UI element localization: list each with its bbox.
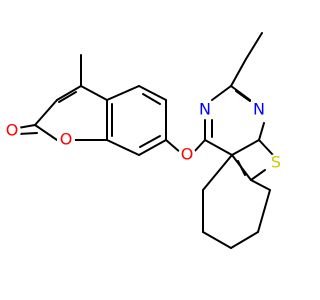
- bond: [230, 231, 259, 249]
- pyrimidine-nitrogen-left-label: N: [199, 100, 211, 119]
- bond: [204, 139, 233, 156]
- label-background: [196, 101, 214, 119]
- bond: [250, 179, 271, 191]
- bond: [250, 169, 266, 181]
- bond: [34, 124, 58, 141]
- bond: [80, 85, 108, 101]
- bond: [165, 139, 182, 154]
- bond: [230, 58, 247, 87]
- carbonyl-oxygen-label: O: [6, 121, 19, 140]
- ring-oxygen-label: O: [60, 130, 73, 149]
- bond: [245, 32, 263, 60]
- bond: [106, 139, 140, 156]
- label-background: [57, 131, 75, 149]
- bond: [192, 139, 206, 154]
- bond: [231, 139, 260, 156]
- bond: [106, 85, 140, 101]
- bond: [34, 99, 58, 126]
- bond: [139, 135, 161, 148]
- bond: [237, 160, 246, 176]
- bond: [17, 132, 38, 135]
- bond: [138, 139, 167, 156]
- label-background: [3, 122, 21, 140]
- structure-diagram: O O O N N S: [3, 32, 285, 249]
- bond: [142, 93, 161, 105]
- thiophene-sulfur-label: S: [271, 153, 281, 172]
- label-background: [178, 146, 196, 164]
- bond: [58, 91, 77, 103]
- bond: [235, 90, 251, 102]
- bond: [138, 85, 167, 101]
- label-background: [250, 101, 268, 119]
- bond: [56, 85, 82, 101]
- bond: [202, 231, 232, 249]
- bond: [17, 124, 36, 129]
- bond: [202, 154, 233, 191]
- atom-label-layer: O O O N N S: [3, 100, 285, 172]
- label-background: [267, 154, 285, 172]
- bond-layer: [17, 32, 274, 249]
- bond: [211, 85, 232, 101]
- ether-oxygen-label: O: [181, 145, 194, 164]
- bond: [257, 189, 271, 233]
- molecule-canvas: O O O N N S: [3, 32, 285, 249]
- pyrimidine-nitrogen-right-label: N: [253, 100, 265, 119]
- bond: [258, 122, 265, 141]
- bond: [258, 139, 274, 156]
